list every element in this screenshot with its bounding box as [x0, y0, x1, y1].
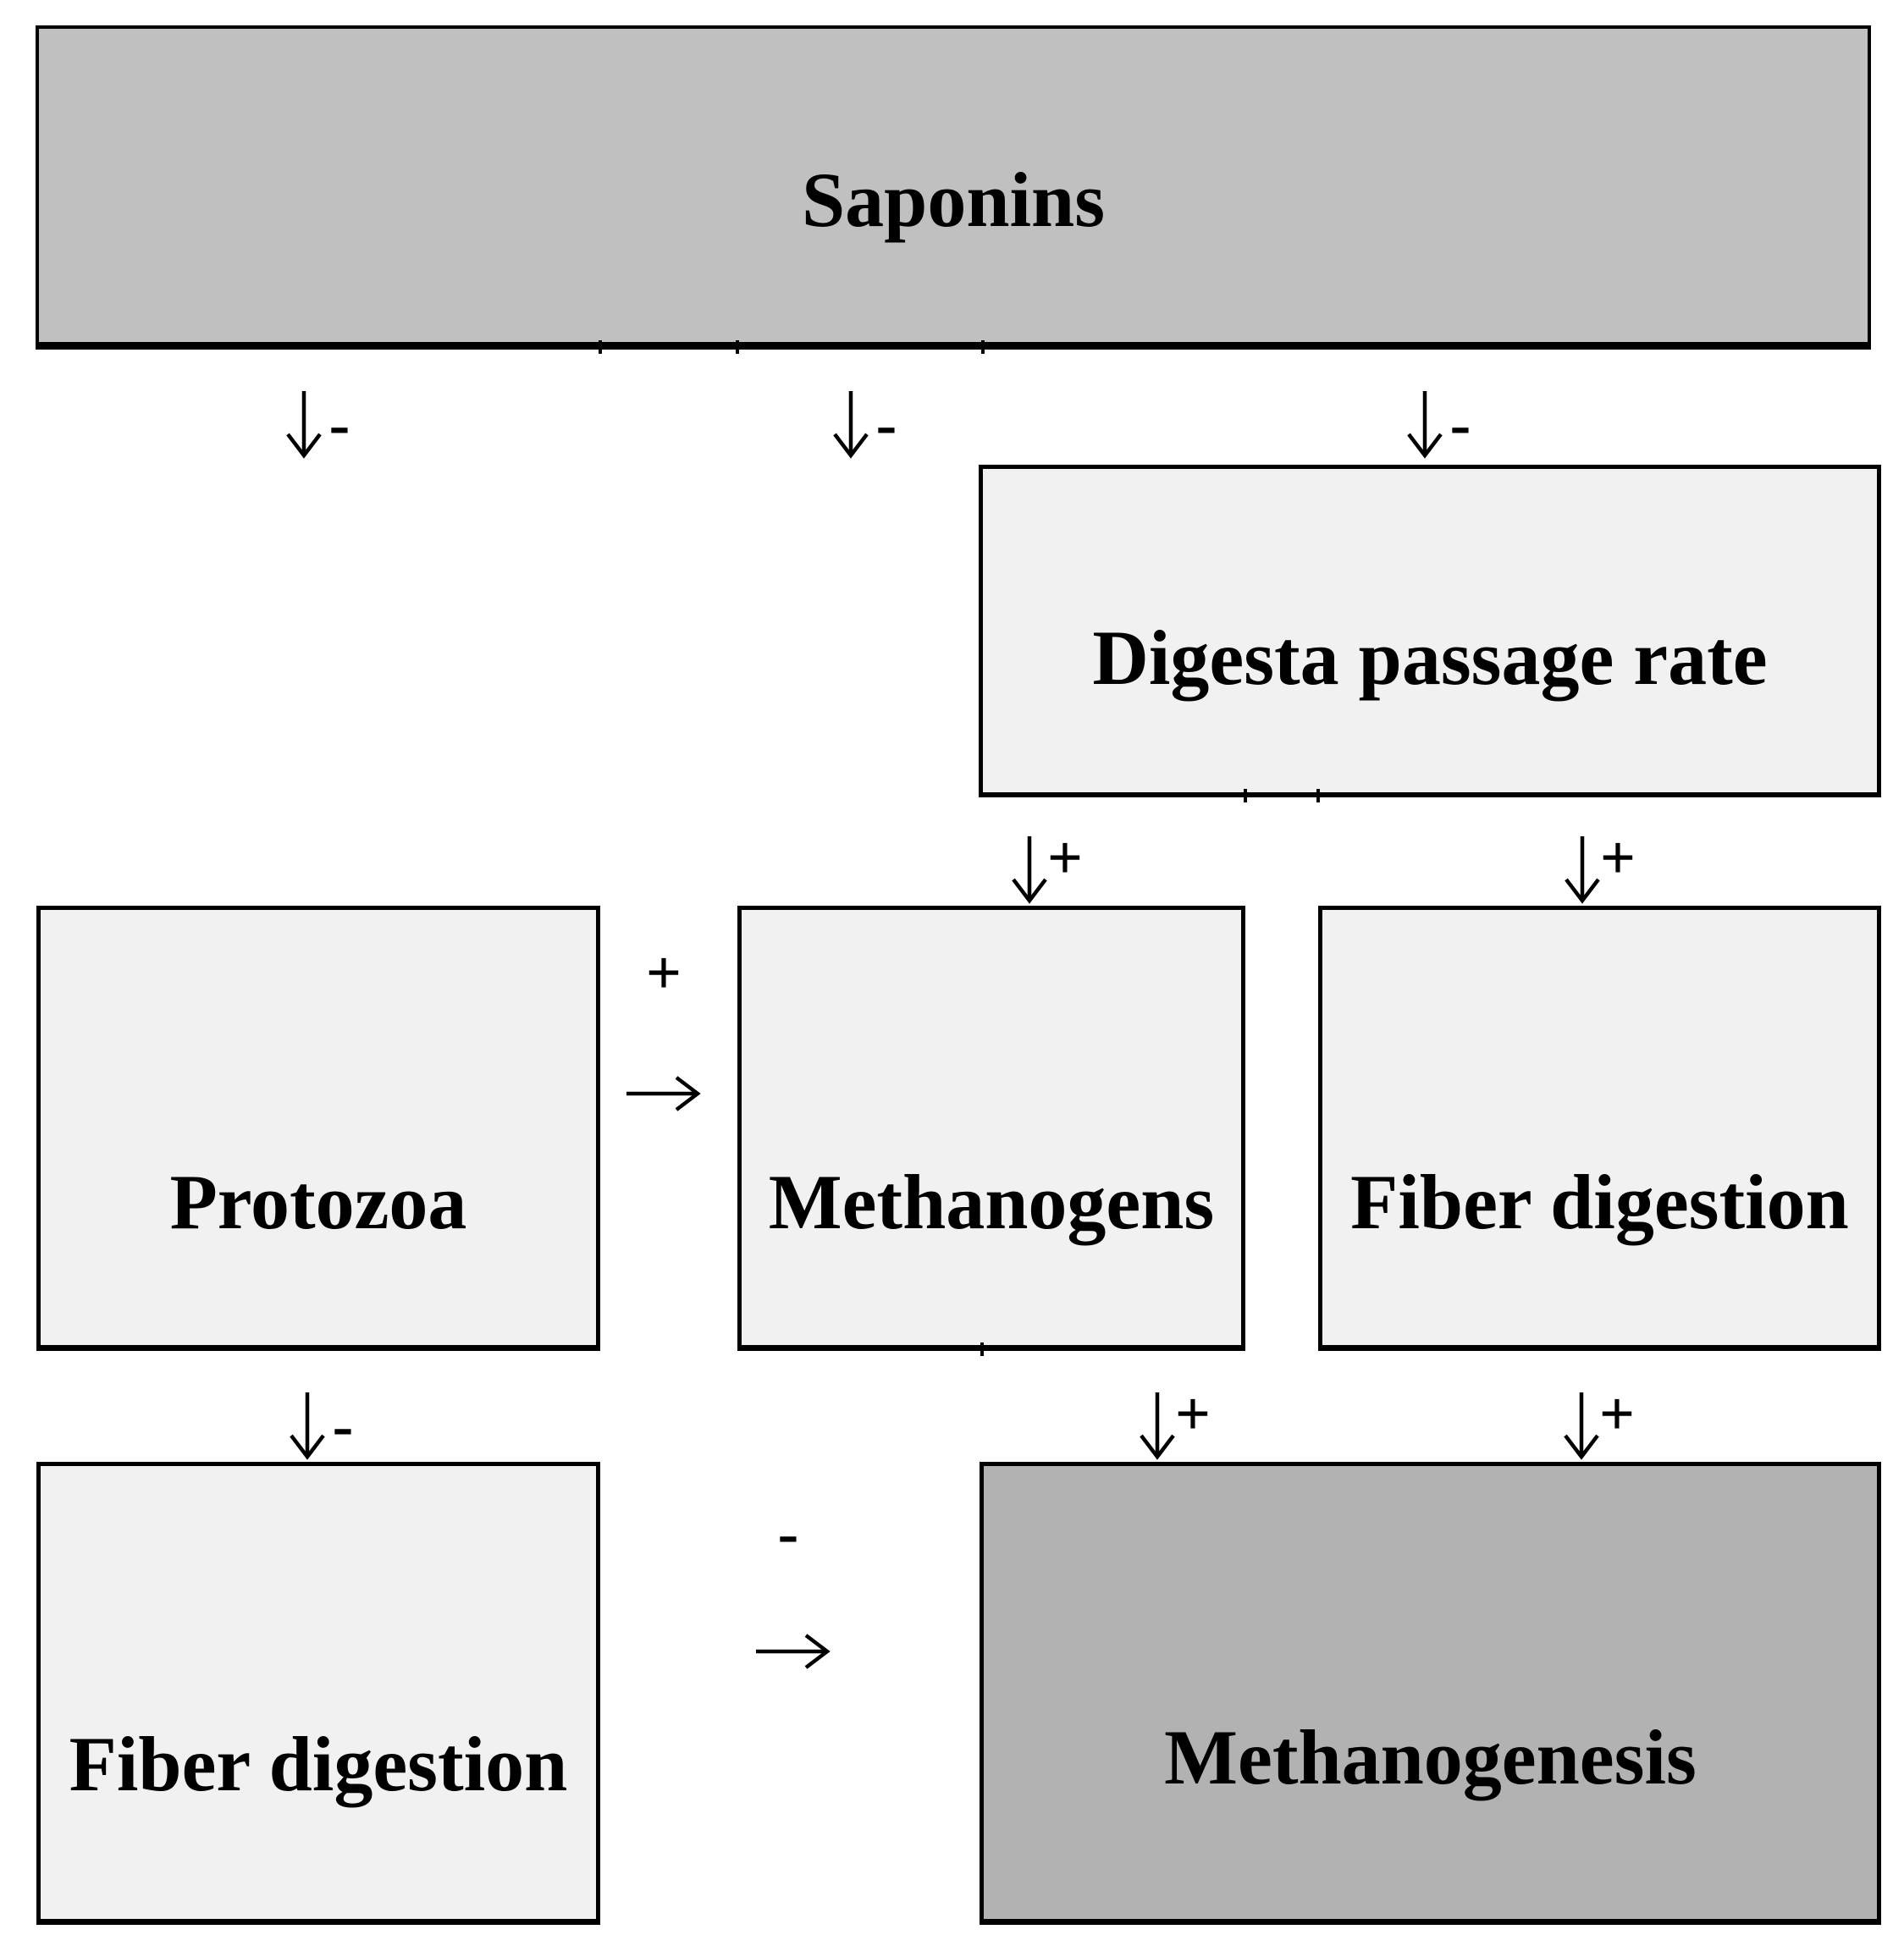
- grid-tick: [736, 340, 739, 354]
- down-arrow-icon: [1565, 836, 1600, 904]
- grid-tick: [1316, 789, 1320, 802]
- connector-sign: -: [332, 1392, 354, 1461]
- box-label: Fiber digestion: [69, 1720, 568, 1807]
- down-arrow-icon: [1564, 1392, 1599, 1460]
- connector-digesta-to-methanogens: +: [1006, 827, 1116, 906]
- connector-protozoa-to-fiber-digestion-bottom: -: [284, 1392, 394, 1462]
- connector-saponins-to-protozoa: -: [280, 391, 390, 460]
- box-fiber-digestion-middle: Fiber digestion: [1318, 906, 1881, 1351]
- down-arrow-icon: [290, 1392, 325, 1460]
- down-arrow-icon: [833, 391, 869, 459]
- connector-saponins-to-digesta-passage-rate: -: [1401, 391, 1511, 460]
- box-methanogenesis: Methanogenesis: [980, 1462, 1881, 1925]
- box-label: Protozoa: [169, 1158, 467, 1245]
- connector-sign: -: [777, 1499, 799, 1568]
- box-saponins: Saponins: [36, 25, 1871, 350]
- grid-tick: [981, 340, 985, 354]
- connector-digesta-to-fiber-digestion: +: [1559, 827, 1669, 906]
- down-arrow-icon: [1012, 836, 1047, 904]
- grid-tick: [599, 340, 602, 354]
- connector-sign: -: [875, 390, 897, 460]
- right-arrow-icon: [626, 1076, 701, 1111]
- connector-sign: -: [328, 390, 350, 460]
- connector-saponins-to-methanogens: -: [827, 391, 937, 460]
- box-fiber-digestion-bottom: Fiber digestion: [36, 1462, 600, 1925]
- box-label: Saponins: [801, 157, 1106, 243]
- box-digesta-passage-rate: Digesta passage rate: [979, 465, 1881, 797]
- box-label: Digesta passage rate: [1092, 615, 1768, 701]
- connector-sign: +: [645, 939, 682, 1008]
- box-label: Methanogenesis: [1164, 1713, 1697, 1800]
- down-arrow-icon: [1140, 1392, 1175, 1460]
- grid-tick: [1244, 789, 1247, 802]
- connector-sign: +: [1046, 824, 1084, 893]
- connector-sign: +: [1599, 824, 1636, 893]
- connector-sign: +: [1174, 1380, 1211, 1449]
- connector-sign: -: [1449, 390, 1471, 460]
- right-arrow-icon: [756, 1634, 831, 1669]
- box-label: Methanogens: [768, 1158, 1215, 1245]
- box-protozoa: Protozoa: [36, 906, 600, 1351]
- down-arrow-icon: [286, 391, 322, 459]
- connector-sign: +: [1598, 1380, 1636, 1449]
- box-label: Fiber digestion: [1350, 1158, 1849, 1245]
- connector-methanogens-to-methanogenesis: +: [1134, 1383, 1244, 1462]
- connector-fiber-digestion-to-methanogenesis: +: [1558, 1383, 1668, 1462]
- grid-tick: [980, 1342, 984, 1356]
- down-arrow-icon: [1407, 391, 1443, 459]
- box-methanogens: Methanogens: [737, 906, 1245, 1351]
